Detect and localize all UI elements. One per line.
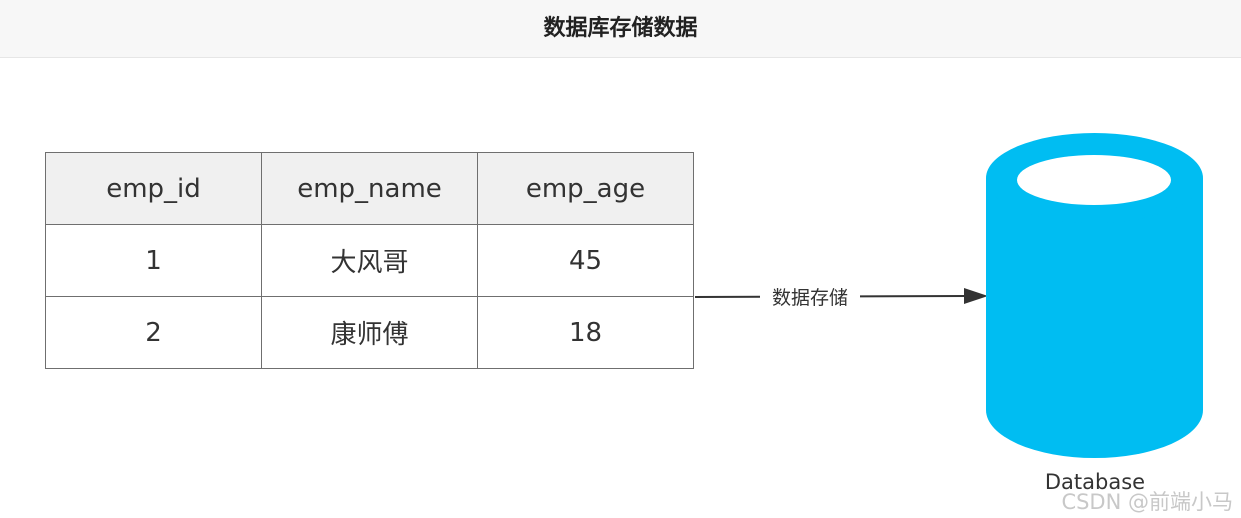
table-cell: 18: [477, 296, 694, 369]
table-cell: 45: [477, 224, 694, 297]
table-row: 1 大风哥 45: [45, 224, 694, 297]
database-icon: [986, 133, 1203, 458]
page-header: 数据库存储数据: [0, 0, 1241, 58]
column-header: emp_age: [477, 152, 694, 225]
arrow-head: [964, 288, 988, 304]
database-label: Database: [1044, 470, 1146, 494]
database-bottom: [986, 362, 1203, 458]
table-cell: 大风哥: [261, 224, 478, 297]
table-header-row: emp_id emp_name emp_age: [45, 152, 694, 225]
table-row: 2 康师傅 18: [45, 296, 694, 369]
table-cell: 2: [45, 296, 262, 369]
employee-table: emp_id emp_name emp_age 1 大风哥 45 2 康师傅 1…: [45, 152, 694, 369]
column-header: emp_name: [261, 152, 478, 225]
watermark: CSDN @前端小马: [1061, 490, 1233, 514]
table-cell: 康师傅: [261, 296, 478, 369]
arrow-label: 数据存储: [760, 285, 860, 311]
page-title: 数据库存储数据: [543, 16, 698, 41]
database-top-opening: [1017, 155, 1171, 205]
